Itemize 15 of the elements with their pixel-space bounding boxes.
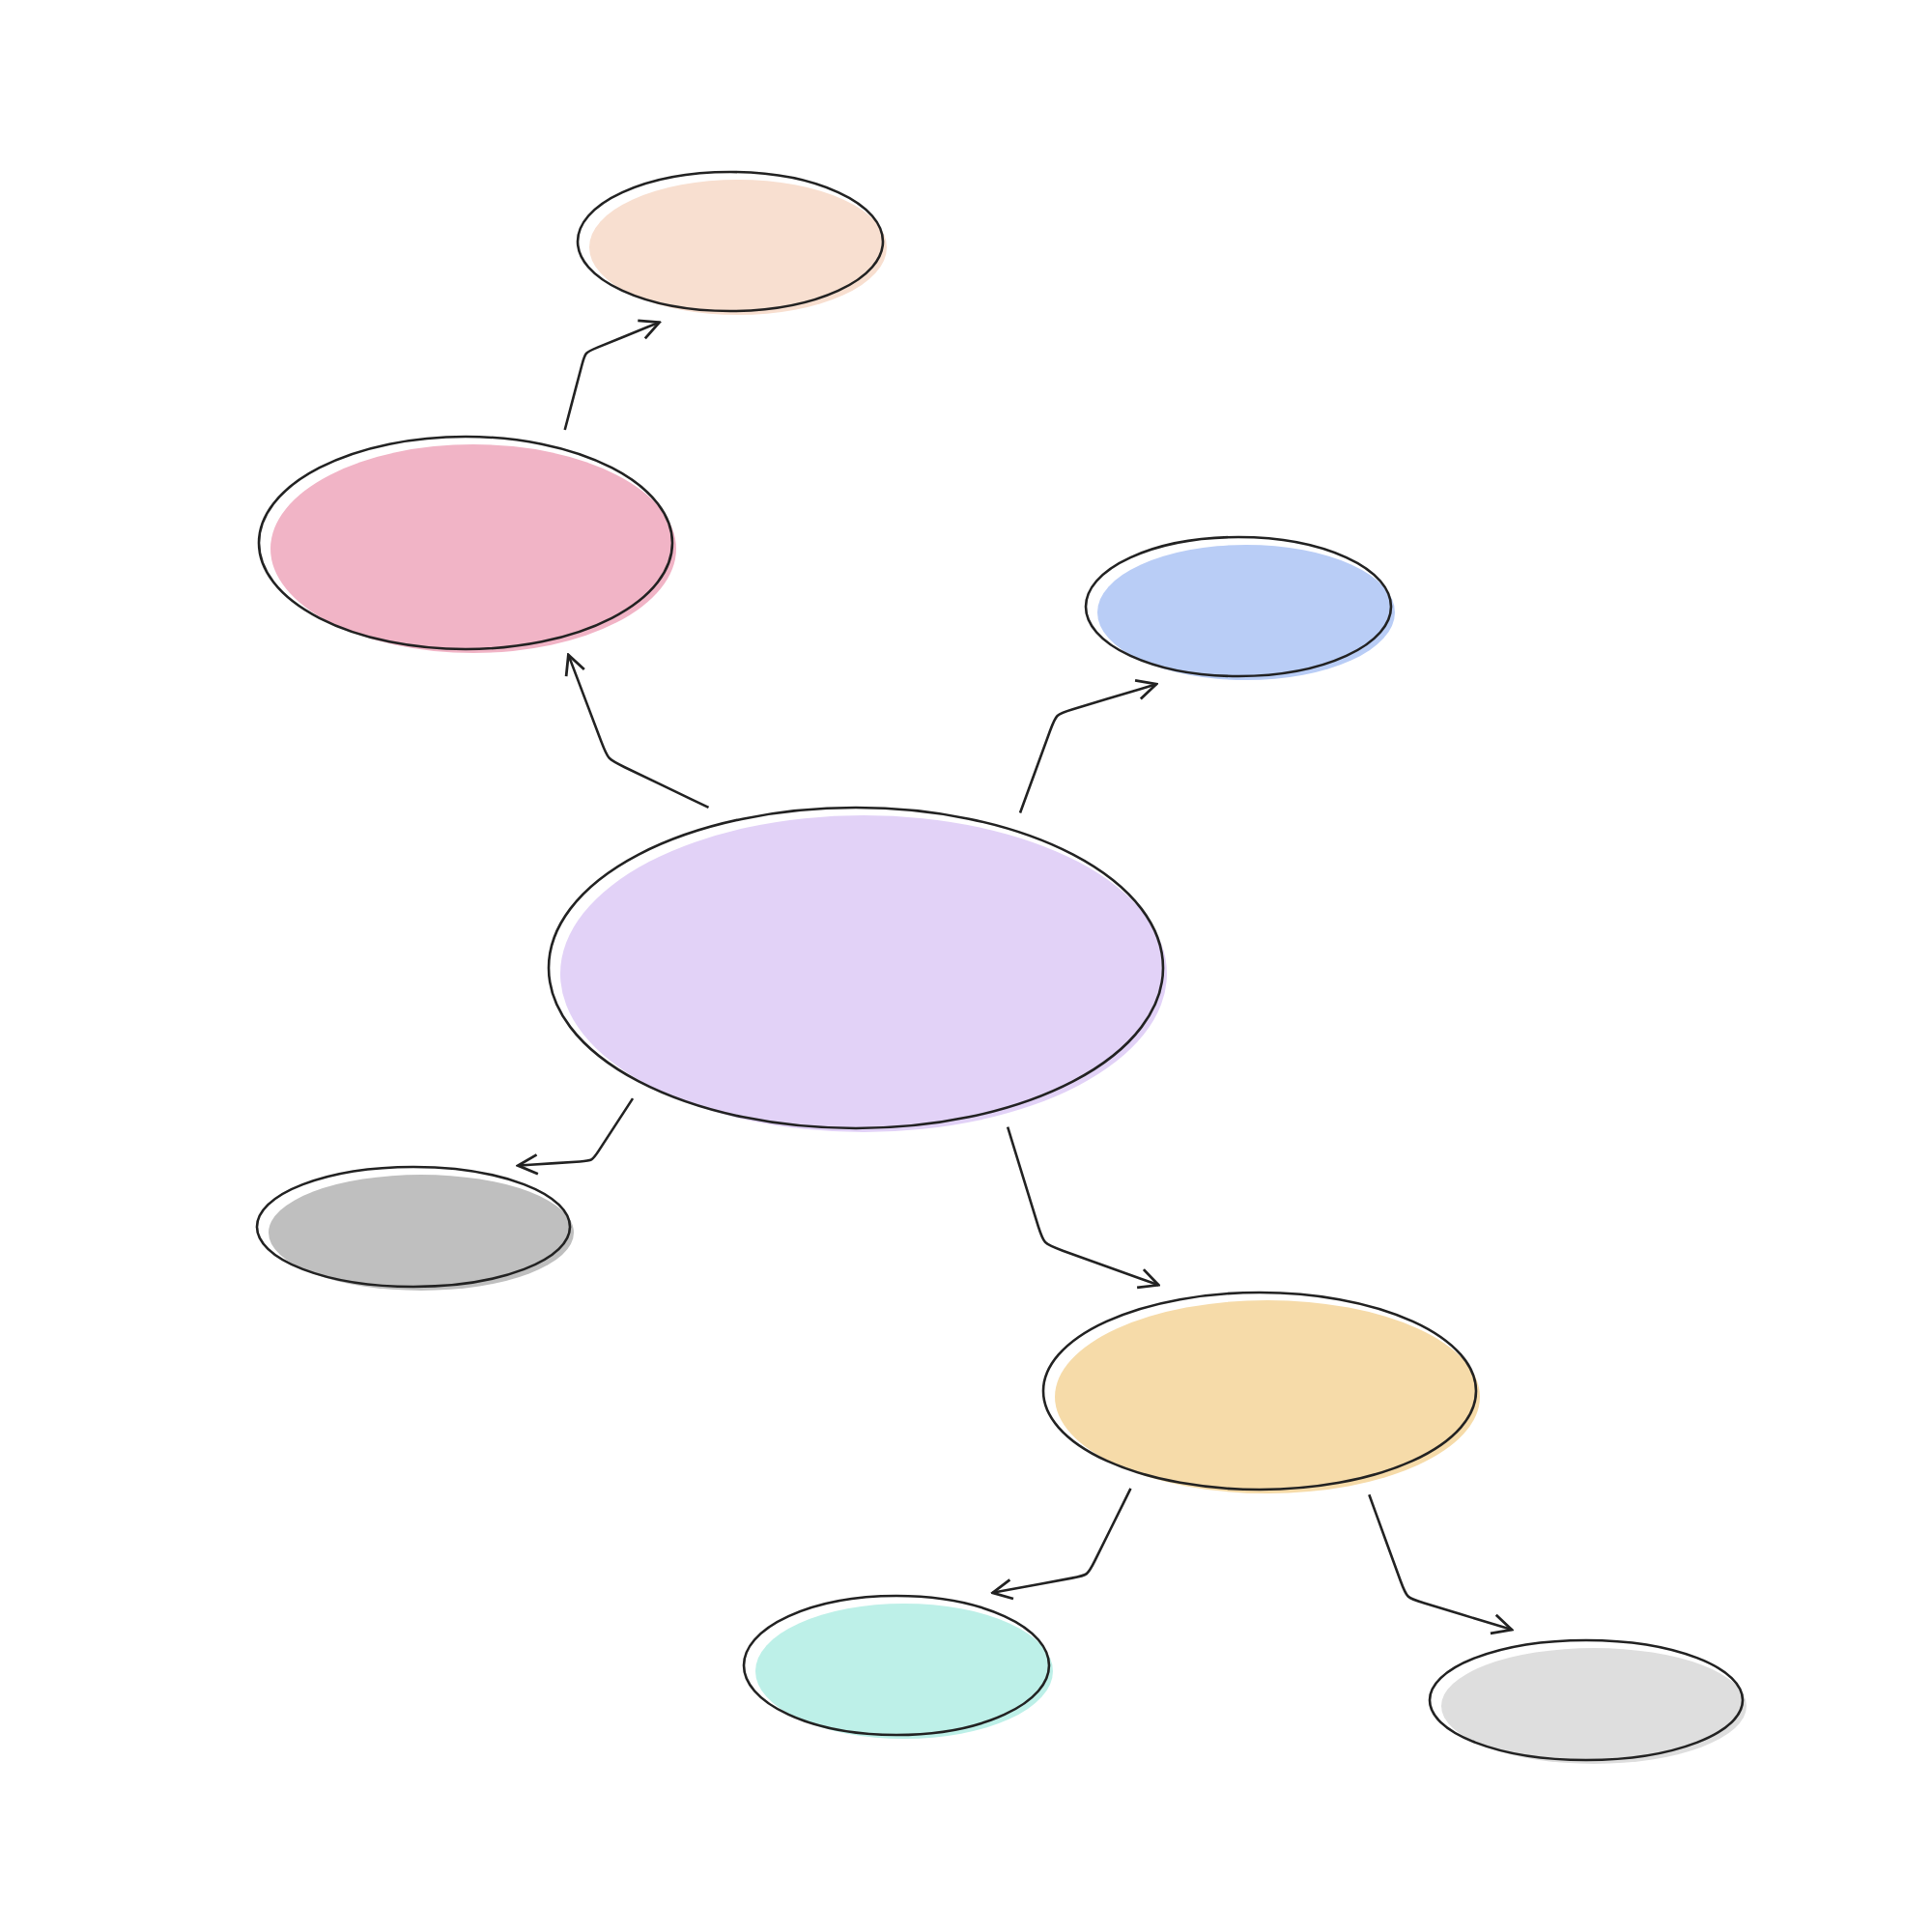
ellipse-node <box>1428 1638 1752 1768</box>
ellipse-node <box>742 1594 1059 1743</box>
arrow <box>516 1097 635 1176</box>
ellipse-node <box>576 170 893 319</box>
ellipse-node <box>255 1165 580 1294</box>
ellipse-node <box>1084 535 1401 684</box>
arrow <box>564 653 710 810</box>
arrow <box>1368 1493 1514 1635</box>
arrow <box>1006 1126 1160 1290</box>
ellipse-node <box>257 435 682 657</box>
ellipse-node <box>1041 1291 1486 1497</box>
arrow <box>563 319 661 431</box>
arrow <box>991 1488 1132 1601</box>
arrow <box>1018 679 1158 813</box>
ellipse-node <box>547 806 1173 1136</box>
